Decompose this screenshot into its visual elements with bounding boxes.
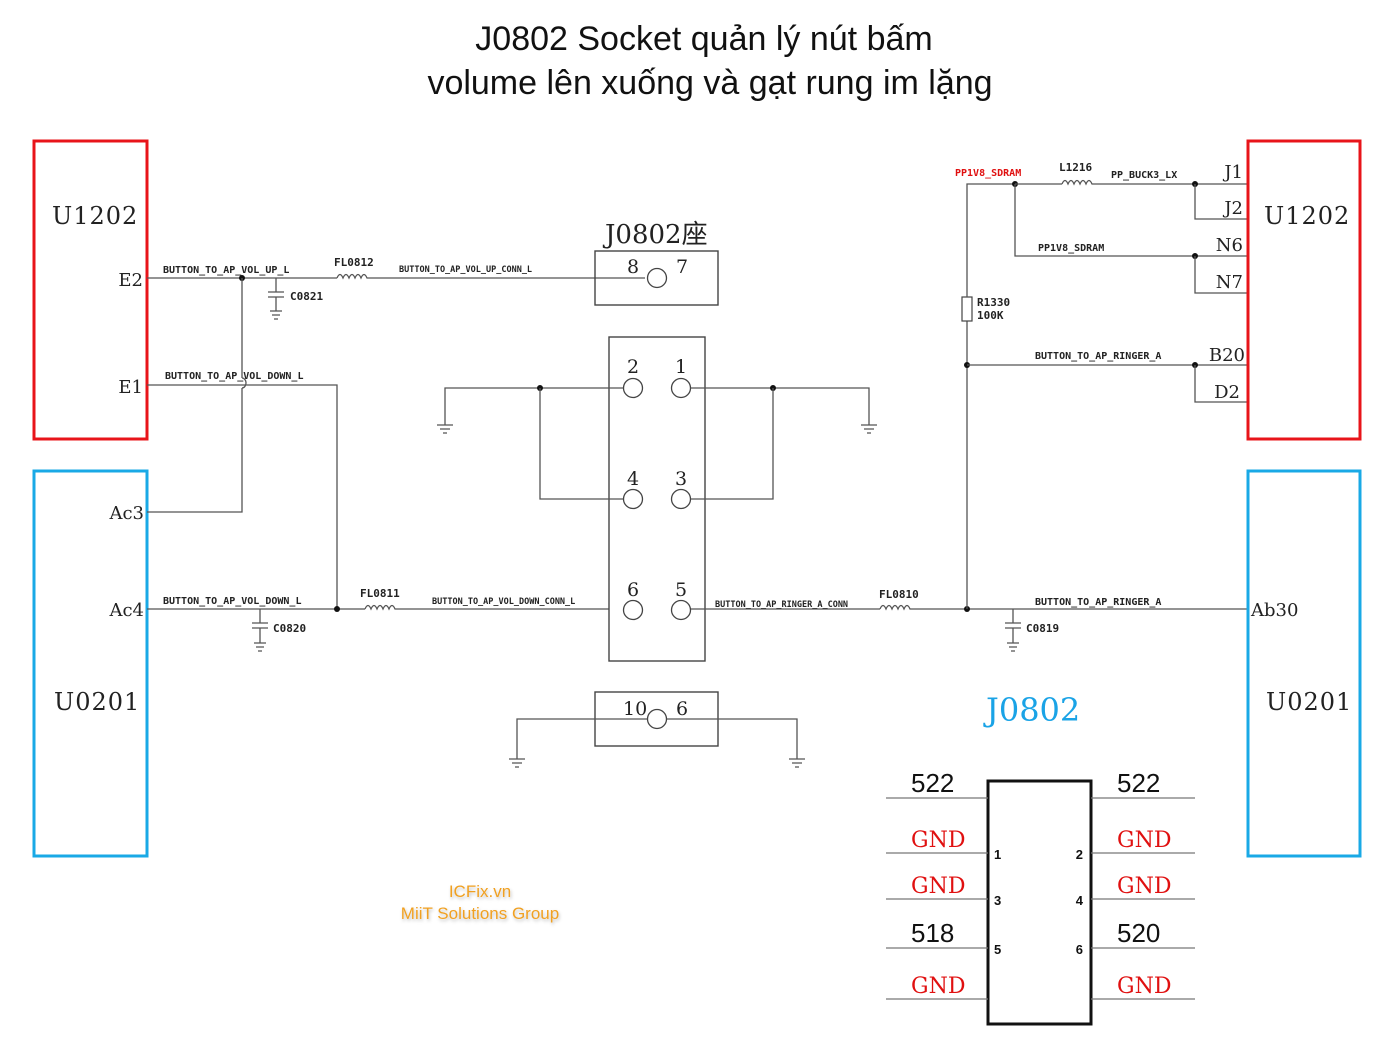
j0802-right-label-3: 520 xyxy=(1117,918,1160,948)
r1330-resistor xyxy=(961,296,973,322)
pin-ab30: Ab30 xyxy=(1250,600,1298,621)
pin-d2: D2 xyxy=(1214,382,1240,403)
pad-7: 7 xyxy=(676,256,688,278)
u0201-right-box xyxy=(1246,469,1362,858)
net-ringer-a-conn: BUTTON_TO_AP_RINGER_A_CONN xyxy=(715,600,848,610)
j0802-pin-5: 5 xyxy=(994,942,1001,957)
pin-j2: J2 xyxy=(1222,198,1243,219)
j0802-pin-6: 6 xyxy=(1076,942,1083,957)
pad-1: 1 xyxy=(675,356,687,378)
watermark-line-2: MiiT Solutions Group xyxy=(401,904,559,923)
pin-b20: B20 xyxy=(1209,345,1245,366)
fl0811-label: FL0811 xyxy=(360,587,400,600)
title-line-1: J0802 Socket quản lý nút bấm xyxy=(475,20,932,58)
u0201-left-name: U0201 xyxy=(54,688,140,716)
pad-4: 4 xyxy=(627,468,639,490)
net-vol-up-l: BUTTON_TO_AP_VOL_UP_L xyxy=(163,265,289,276)
pad-8: 8 xyxy=(627,256,639,278)
pin-ac4: Ac4 xyxy=(108,600,144,621)
j0802-left-label-3: 518 xyxy=(911,918,954,948)
j0802-pin-4: 4 xyxy=(1076,893,1084,908)
c0819-label: C0819 xyxy=(1026,622,1059,635)
socket-pads: 2 1 4 3 6 5 xyxy=(622,356,692,621)
j0802-title: J0802 xyxy=(983,691,1080,729)
pad-5: 5 xyxy=(675,579,687,601)
net-vol-down-conn-l: BUTTON_TO_AP_VOL_DOWN_CONN_L xyxy=(432,597,575,607)
j0802-right-label-1: GND xyxy=(1117,828,1171,853)
j0802-left-label-2: GND xyxy=(911,874,965,899)
j0802-box xyxy=(986,779,1093,1026)
pad-top-circle xyxy=(646,267,668,289)
j0802-left-label-4: GND xyxy=(911,974,965,999)
u1202-left-box xyxy=(32,139,149,441)
u1202-right-box xyxy=(1246,139,1362,441)
pin-n6: N6 xyxy=(1216,235,1243,256)
pin-e1: E1 xyxy=(118,377,143,398)
pin-n7: N7 xyxy=(1216,272,1243,293)
pad-6b: 6 xyxy=(676,698,688,720)
vol-down-net: BUTTON_TO_AP_VOL_DOWN_L BUTTON_TO_AP_VOL… xyxy=(147,371,609,652)
vol-up-net: BUTTON_TO_AP_VOL_UP_L C0821 FL0812 BUTTO… xyxy=(147,256,645,513)
net-vol-up-conn-l: BUTTON_TO_AP_VOL_UP_CONN_L xyxy=(399,265,532,275)
r1330-label: R1330 xyxy=(977,296,1010,309)
pad-6: 6 xyxy=(627,579,639,601)
u0201-left-box xyxy=(32,469,149,858)
bottom-socket-gnd xyxy=(509,708,805,768)
socket-gnd-wiring xyxy=(437,385,877,500)
fl0810-label: FL0810 xyxy=(879,588,919,601)
net-pp1v8-sdram-red: PP1V8_SDRAM xyxy=(955,168,1021,179)
socket-title: J0802座 xyxy=(602,220,708,250)
j0802-pin-2: 2 xyxy=(1076,847,1083,862)
l1216-label: L1216 xyxy=(1059,161,1092,174)
c0821-label: C0821 xyxy=(290,290,323,303)
socket-top-box xyxy=(594,250,719,306)
net-ringer-a-top: BUTTON_TO_AP_RINGER_A xyxy=(1035,351,1161,362)
j0802-right-label-2: GND xyxy=(1117,874,1171,899)
j0802-left-label-0: 522 xyxy=(911,768,954,798)
pin-e2: E2 xyxy=(118,270,143,291)
pad-10: 10 xyxy=(623,698,647,720)
fl0812-label: FL0812 xyxy=(334,256,374,269)
u0201-right-name: U0201 xyxy=(1266,688,1352,716)
j0802-pin-1: 1 xyxy=(994,847,1001,862)
net-vol-down-l: BUTTON_TO_AP_VOL_DOWN_L xyxy=(163,596,301,607)
power-net: PP1V8_SDRAM L1216 PP_BUCK3_LX PP1V8_SDRA… xyxy=(955,161,1248,294)
watermark-line-1: ICFix.vn xyxy=(449,882,511,901)
j0802-right-label-0: 522 xyxy=(1117,768,1160,798)
pad-2: 2 xyxy=(627,356,639,378)
pin-ac3: Ac3 xyxy=(108,503,144,524)
c0820-label: C0820 xyxy=(273,622,306,635)
pad-3: 3 xyxy=(675,468,687,490)
title-line-2: volume lên xuống và gạt rung im lặng xyxy=(427,64,992,102)
u1202-right-name: U1202 xyxy=(1264,202,1350,230)
net-vol-down-l-top: BUTTON_TO_AP_VOL_DOWN_L xyxy=(165,371,303,382)
j0802-right-label-4: GND xyxy=(1117,974,1171,999)
net-pp-buck3-lx: PP_BUCK3_LX xyxy=(1111,170,1177,181)
u1202-left-name: U1202 xyxy=(52,202,138,230)
j0802-pin-3: 3 xyxy=(994,893,1001,908)
net-ringer-a-bottom: BUTTON_TO_AP_RINGER_A xyxy=(1035,597,1161,608)
net-pp1v8-sdram: PP1V8_SDRAM xyxy=(1038,243,1104,254)
ringer-net: BUTTON_TO_AP_RINGER_A_CONN FL0810 BUTTON… xyxy=(691,183,1248,652)
r1330-value: 100K xyxy=(977,309,1004,322)
pin-j1: J1 xyxy=(1222,162,1243,183)
j0802-left-label-1: GND xyxy=(911,828,965,853)
